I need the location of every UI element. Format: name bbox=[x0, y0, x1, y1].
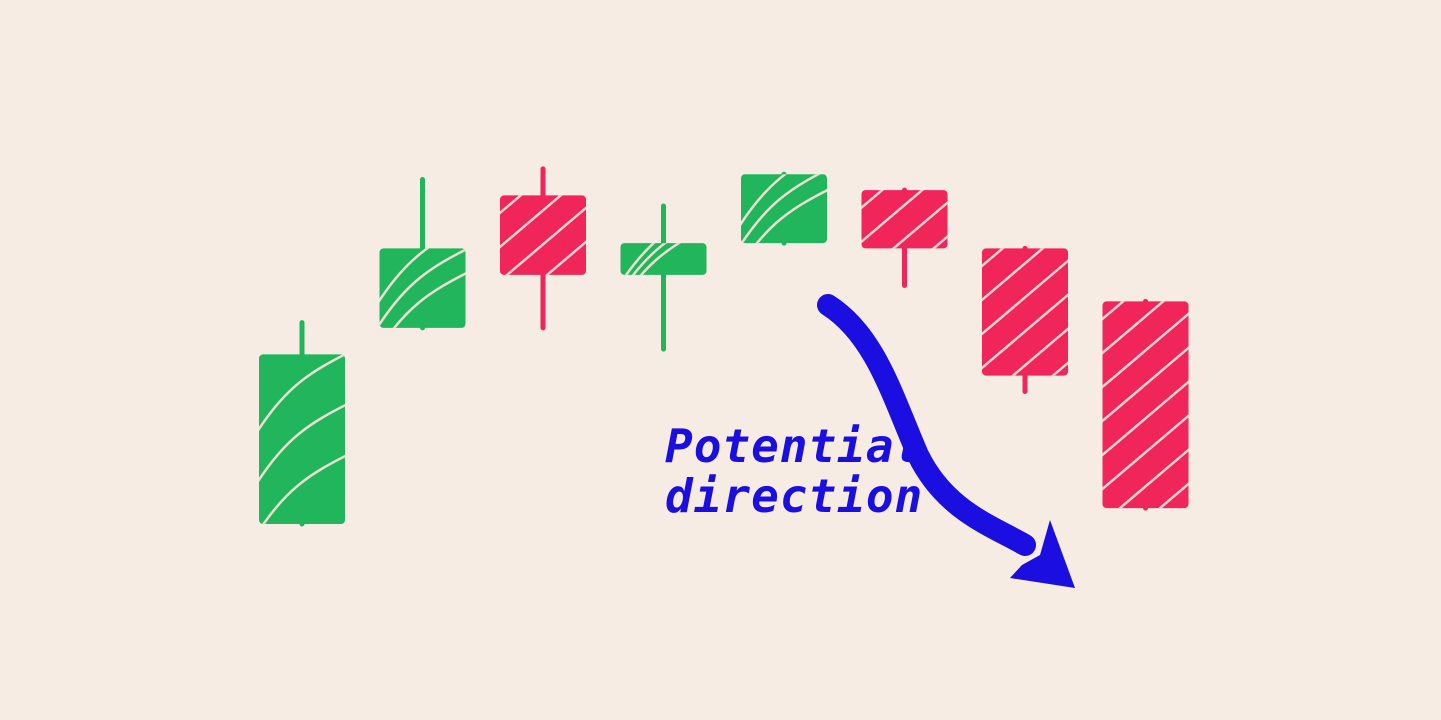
bullish-candle-body bbox=[620, 243, 707, 275]
texture-stroke bbox=[500, 195, 586, 257]
texture-stroke bbox=[861, 190, 948, 218]
texture-stroke bbox=[1102, 440, 1189, 509]
texture-stroke bbox=[982, 248, 1068, 276]
candle-4 bbox=[620, 203, 707, 352]
texture-stroke bbox=[741, 174, 827, 233]
texture-stroke bbox=[500, 232, 586, 275]
texture-stroke bbox=[379, 248, 466, 310]
arrow-head-icon bbox=[1010, 520, 1075, 588]
candle-texture bbox=[741, 174, 827, 244]
texture-stroke bbox=[500, 195, 586, 223]
candle-texture bbox=[379, 248, 466, 328]
texture-stroke bbox=[1102, 372, 1189, 465]
candle-3 bbox=[500, 166, 586, 331]
texture-stroke bbox=[1102, 304, 1189, 397]
annotation-line-2: direction bbox=[665, 469, 923, 523]
candle-1 bbox=[259, 320, 345, 527]
texture-stroke bbox=[1102, 301, 1189, 363]
texture-stroke bbox=[741, 174, 827, 244]
texture-stroke bbox=[620, 243, 707, 275]
texture-stroke bbox=[1102, 338, 1189, 431]
texture-stroke bbox=[1102, 474, 1189, 509]
bearish-candle-body bbox=[1102, 301, 1189, 509]
texture-stroke bbox=[259, 452, 345, 524]
bullish-candle-body bbox=[379, 248, 466, 328]
candle-texture bbox=[620, 243, 707, 275]
bearish-candle-body bbox=[861, 190, 948, 249]
texture-stroke bbox=[259, 354, 345, 439]
candle-8 bbox=[1093, 298, 1199, 599]
texture-stroke bbox=[861, 226, 948, 249]
texture-stroke bbox=[982, 319, 1068, 376]
texture-stroke bbox=[500, 198, 586, 275]
candle-texture bbox=[972, 248, 1078, 478]
candle-texture bbox=[500, 195, 586, 275]
bullish-candle-body bbox=[741, 174, 827, 244]
texture-stroke bbox=[379, 248, 466, 328]
candle-6 bbox=[861, 187, 948, 288]
candle-7 bbox=[972, 245, 1078, 478]
candle-2 bbox=[379, 177, 466, 331]
annotation-line-1: Potential bbox=[665, 419, 923, 473]
texture-stroke bbox=[972, 388, 1078, 478]
texture-stroke bbox=[861, 190, 948, 249]
texture-stroke bbox=[741, 186, 827, 244]
texture-stroke bbox=[982, 251, 1068, 344]
texture-stroke bbox=[1102, 301, 1189, 329]
texture-stroke bbox=[1093, 509, 1199, 599]
candle-texture bbox=[259, 354, 345, 524]
candle-5 bbox=[741, 171, 827, 246]
texture-stroke bbox=[620, 243, 707, 275]
bullish-candle-body bbox=[259, 354, 345, 524]
texture-stroke bbox=[982, 353, 1068, 376]
candle-texture bbox=[1093, 301, 1199, 599]
texture-stroke bbox=[861, 192, 948, 249]
candles-layer bbox=[259, 166, 1199, 599]
texture-stroke bbox=[259, 401, 345, 489]
trend-arrow-layer bbox=[817, 294, 1075, 588]
potential-direction-arrow-icon bbox=[817, 294, 1036, 556]
texture-stroke bbox=[982, 285, 1068, 376]
candle-texture bbox=[861, 190, 948, 249]
texture-stroke bbox=[1102, 406, 1189, 499]
texture-stroke bbox=[982, 248, 1068, 310]
annotation: Potential direction bbox=[665, 419, 923, 523]
bearish-candle-body bbox=[500, 195, 586, 275]
texture-stroke bbox=[379, 269, 466, 328]
